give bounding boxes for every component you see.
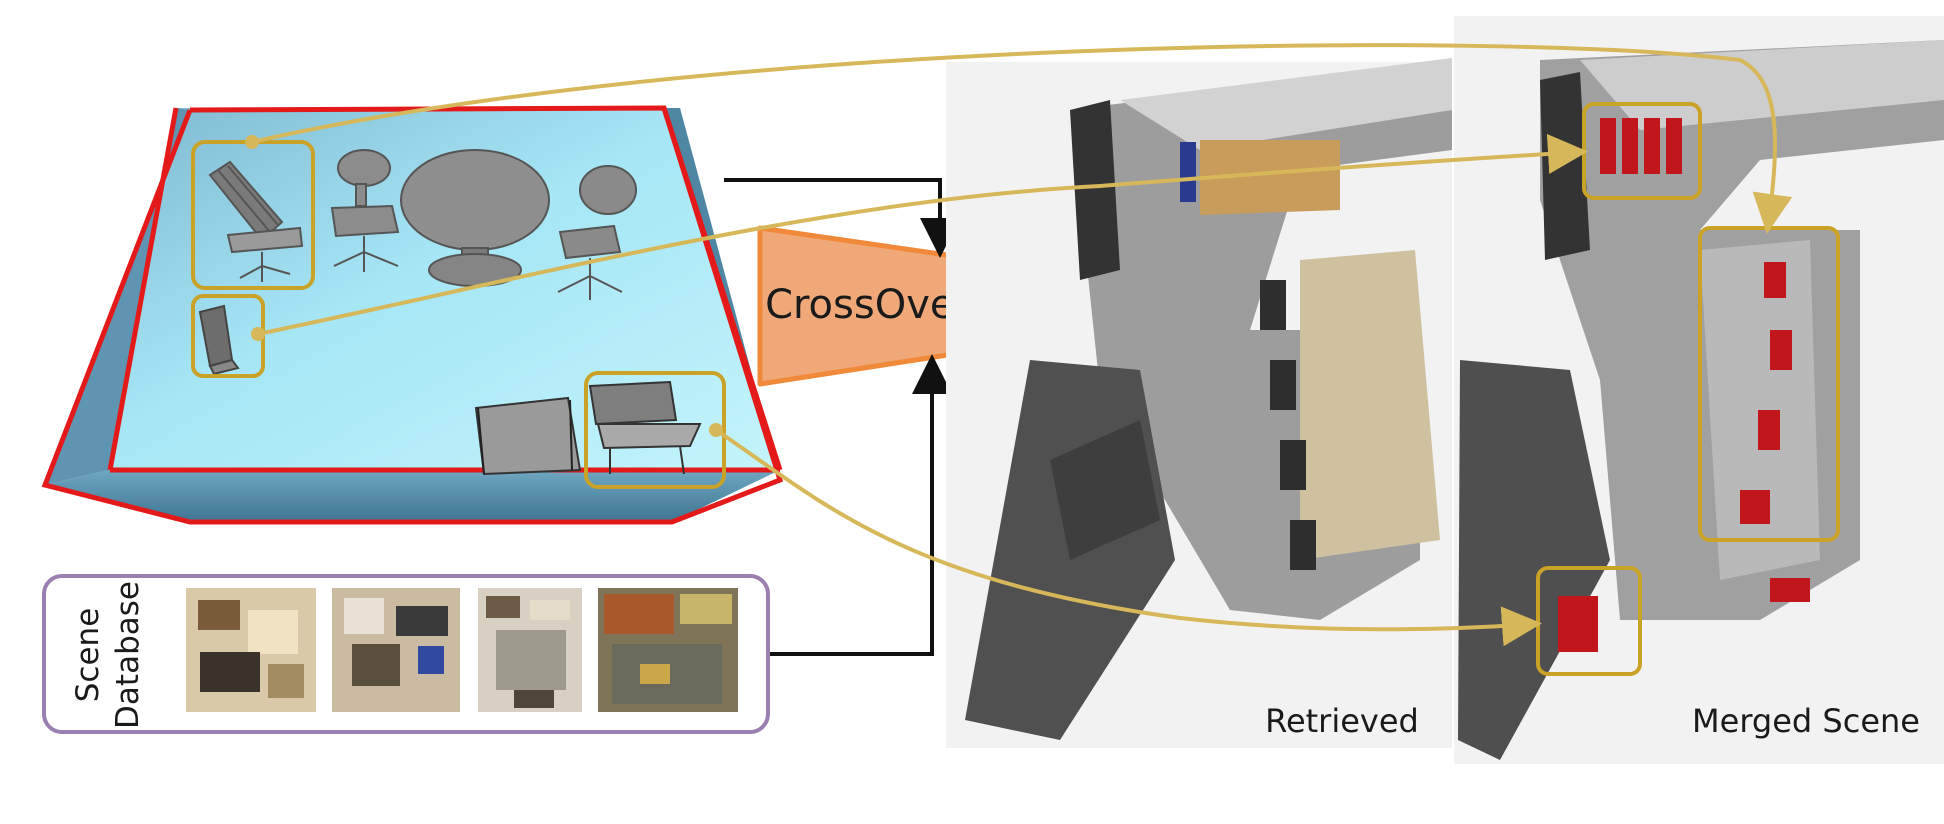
correspondence-arrows (251, 43, 1793, 647)
database-thumbnail (598, 588, 738, 712)
desk-icon (474, 396, 582, 476)
desk-icon (588, 380, 702, 475)
room-highlight-desk (584, 371, 726, 489)
room-front-wall (45, 470, 780, 522)
office-chair-icon (330, 149, 400, 272)
scene-database: Scene Database (42, 574, 770, 734)
database-thumbnail (478, 588, 582, 712)
retrieved-scene: Retrieved (946, 58, 1452, 748)
merged-scene: Merged Scene (1454, 16, 1944, 764)
arrow-origins (245, 135, 723, 437)
chair-correspondence-arrow (251, 43, 1793, 234)
database-thumbnail (186, 588, 316, 712)
desk-correspondence-arrow (714, 428, 1542, 647)
database-to-model-arrow (770, 354, 952, 656)
matched-objects (1558, 118, 1810, 652)
room-to-model-arrow (724, 178, 960, 258)
database-label-line1: Scene (70, 608, 106, 703)
room-layout (41, 105, 784, 525)
database-thumbnail (332, 588, 460, 712)
model-label: CrossOver (765, 282, 971, 328)
retrieved-label: Retrieved (1265, 702, 1419, 740)
merged-label: Merged Scene (1692, 702, 1920, 740)
database-label-line2: Database (110, 581, 146, 729)
office-chair-icon (208, 160, 304, 282)
office-chair-icon (557, 165, 637, 300)
monitor-icon (198, 304, 240, 376)
input-arrows (724, 178, 960, 656)
room-edges (41, 105, 784, 525)
monitor-correspondence-arrow (257, 133, 1588, 336)
crossover-model: CrossOver (757, 225, 983, 387)
